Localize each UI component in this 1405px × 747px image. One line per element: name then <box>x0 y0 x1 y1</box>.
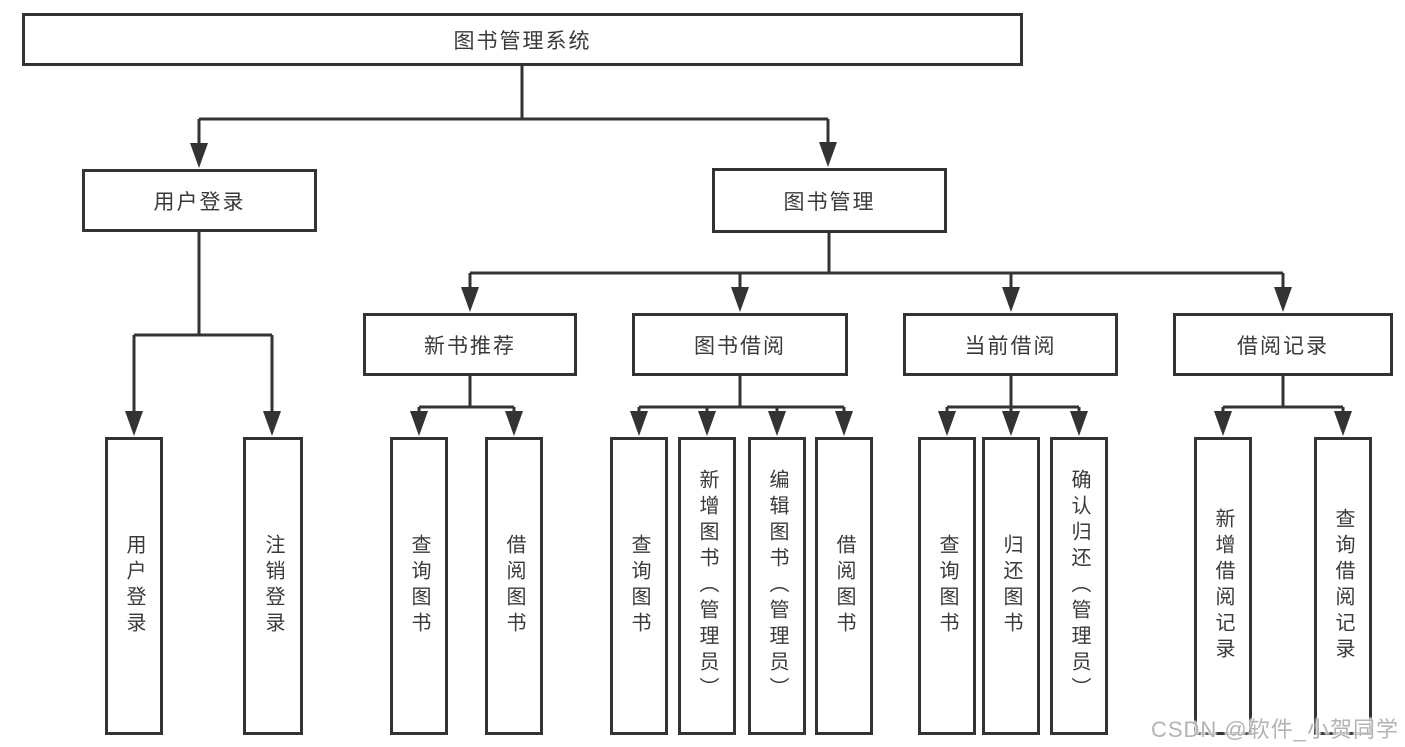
node-book-borrowing: 图书借阅 <box>632 313 848 376</box>
node-label: 借阅记录 <box>1237 334 1329 358</box>
node-label: 图书管理系统 <box>453 29 592 53</box>
node-label: 查询图书 <box>408 534 430 638</box>
node-label: 编辑图书（管理员） <box>766 469 788 703</box>
node-user-login: 用户登录 <box>82 169 317 232</box>
node-label: 图书管理 <box>783 190 876 214</box>
node-label: 新书推荐 <box>424 334 516 358</box>
node-label: 新增借阅记录 <box>1212 508 1234 664</box>
leaf-confirm-return-admin: 确认归还（管理员） <box>1050 437 1108 735</box>
node-label: 借阅图书 <box>503 534 525 638</box>
leaf-query-books-borrowing: 查询图书 <box>610 437 668 735</box>
node-label: 查询图书 <box>936 534 958 638</box>
leaf-query-books-recommend: 查询图书 <box>390 437 448 735</box>
leaf-return-books: 归还图书 <box>982 437 1040 735</box>
node-borrowing-records: 借阅记录 <box>1173 313 1393 376</box>
node-current-borrowing: 当前借阅 <box>903 313 1118 376</box>
node-label: 注销登录 <box>262 534 284 638</box>
node-new-book-recommendation: 新书推荐 <box>363 313 577 376</box>
node-label: 归还图书 <box>1000 534 1022 638</box>
node-book-management: 图书管理 <box>712 168 947 233</box>
node-label: 查询图书 <box>628 534 650 638</box>
node-label: 用户登录 <box>123 534 145 638</box>
leaf-logout: 注销登录 <box>243 437 303 735</box>
leaf-query-borrow-record: 查询借阅记录 <box>1314 437 1372 735</box>
node-label: 查询借阅记录 <box>1332 508 1354 664</box>
node-label: 当前借阅 <box>964 334 1057 358</box>
node-library-management-system: 图书管理系统 <box>22 13 1023 66</box>
node-label: 图书借阅 <box>694 334 786 358</box>
node-label: 新增图书（管理员） <box>696 469 718 703</box>
leaf-borrow-books: 借阅图书 <box>815 437 873 735</box>
leaf-user-login: 用户登录 <box>105 437 163 735</box>
node-label: 借阅图书 <box>833 534 855 638</box>
leaf-add-borrow-record: 新增借阅记录 <box>1194 437 1252 735</box>
watermark: CSDN @软件_小贺同学 <box>1150 717 1399 742</box>
node-label: 用户登录 <box>153 190 246 214</box>
leaf-borrow-books-recommend: 借阅图书 <box>485 437 543 735</box>
leaf-query-books-current: 查询图书 <box>918 437 976 735</box>
leaf-edit-books-admin: 编辑图书（管理员） <box>748 437 806 735</box>
node-label: 确认归还（管理员） <box>1068 469 1090 703</box>
leaf-add-books-admin: 新增图书（管理员） <box>678 437 736 735</box>
